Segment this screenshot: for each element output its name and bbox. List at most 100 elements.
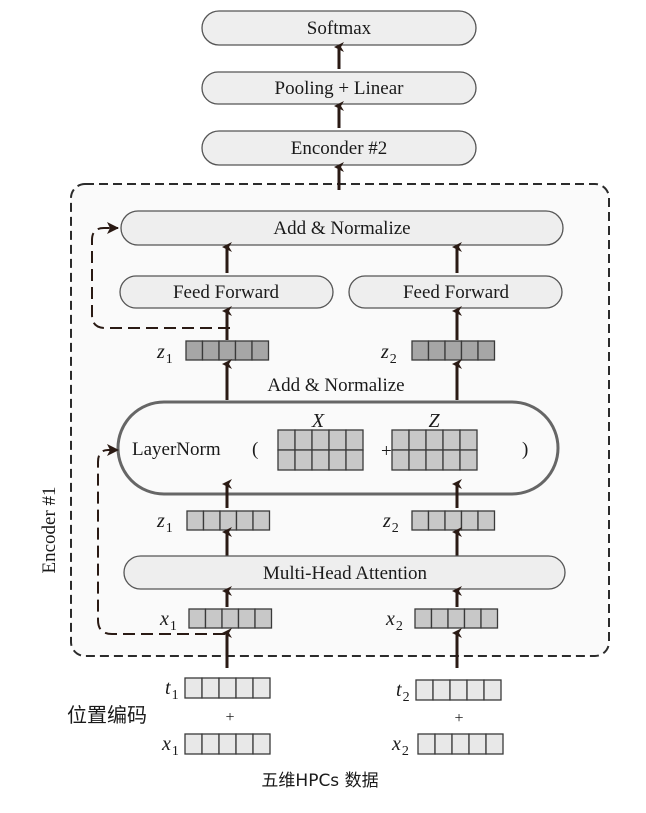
- matrix-x-label: X: [311, 410, 325, 432]
- multi-head-attention-block: Multi-Head Attention: [123, 555, 566, 590]
- vector-cell: [408, 449, 427, 471]
- z1-bottom-label: z1: [156, 510, 173, 536]
- x2-inner-label: x2: [385, 608, 403, 634]
- vector-cell: [449, 679, 468, 701]
- vector-cell: [221, 608, 240, 629]
- matrix-z-label: Z: [428, 410, 440, 432]
- vector-cell: [277, 429, 296, 451]
- vector-cell: [427, 340, 446, 361]
- feed-forward-right-block: Feed Forward: [348, 275, 563, 309]
- z1-top-vector: [185, 340, 270, 361]
- vector-cell: [186, 510, 205, 531]
- vector-cell: [218, 733, 237, 755]
- feed-forward-left-label: Feed Forward: [173, 282, 280, 303]
- add-normalize-top-block: Add & Normalize: [120, 210, 564, 246]
- vector-cell: [252, 733, 271, 755]
- vector-cell: [444, 510, 463, 531]
- vector-cell: [425, 429, 444, 451]
- vector-cell: [237, 608, 256, 629]
- vector-cell: [277, 449, 296, 471]
- vector-cell: [485, 733, 504, 755]
- positional-encoding-label: 位置编码: [67, 703, 147, 727]
- vector-cell: [415, 679, 434, 701]
- vector-cell: [201, 340, 220, 361]
- vector-cell: [201, 677, 220, 699]
- vector-cell: [447, 608, 466, 629]
- residual-connection-top: [91, 222, 230, 329]
- z2-top-label: z2: [380, 341, 397, 367]
- open-paren: (: [252, 439, 258, 460]
- encoder1-label: Encoder #1: [39, 486, 60, 573]
- multi-head-attention-label: Multi-Head Attention: [263, 563, 428, 584]
- vector-cell: [235, 510, 254, 531]
- vector-cell: [391, 449, 410, 471]
- vector-cell: [252, 510, 271, 531]
- vector-cell: [294, 429, 313, 451]
- vector-cell: [432, 679, 451, 701]
- vector-cell: [463, 608, 482, 629]
- encoder2-label: Enconder #2: [291, 138, 388, 159]
- plus-left: +: [225, 709, 234, 726]
- x1-inner-label: x1: [159, 608, 177, 634]
- x1-input-vector: [184, 733, 271, 755]
- vector-cell: [411, 510, 430, 531]
- t1-vector: [184, 677, 271, 699]
- vector-cell: [235, 677, 254, 699]
- plus-right: +: [454, 710, 463, 727]
- feed-forward-right-label: Feed Forward: [403, 282, 510, 303]
- vector-cell: [201, 733, 220, 755]
- vector-cell: [417, 733, 436, 755]
- z2-top-vector: [411, 340, 496, 361]
- x1-input-label: x1: [161, 733, 179, 759]
- vector-cell: [184, 733, 203, 755]
- vector-cell: [434, 733, 453, 755]
- vector-cell: [202, 510, 221, 531]
- vector-cell: [219, 510, 238, 531]
- vector-cell: [468, 733, 487, 755]
- softmax-label: Softmax: [307, 18, 372, 39]
- vector-cell: [414, 608, 433, 629]
- vector-cell: [252, 677, 271, 699]
- vector-cell: [459, 449, 478, 471]
- vector-cell: [425, 449, 444, 471]
- x2-inner-vector: [414, 608, 499, 629]
- vector-cell: [311, 429, 330, 451]
- vector-cell: [483, 679, 502, 701]
- vector-cell: [477, 510, 496, 531]
- z2-bottom-vector: [411, 510, 496, 531]
- x2-input-vector: [417, 733, 504, 755]
- layernorm-label: LayerNorm: [132, 439, 221, 460]
- vector-cell: [204, 608, 223, 629]
- vector-cell: [466, 679, 485, 701]
- vector-cell: [391, 429, 410, 451]
- add-normalize-top-label: Add & Normalize: [273, 218, 410, 239]
- caption-label: 五维HPCs 数据: [261, 771, 378, 791]
- vector-cell: [451, 733, 470, 755]
- vector-cell: [442, 449, 461, 471]
- vector-cell: [188, 608, 207, 629]
- vector-cell: [328, 429, 347, 451]
- x1-inner-vector: [188, 608, 273, 629]
- vector-cell: [311, 449, 330, 471]
- vector-cell: [345, 449, 364, 471]
- vector-cell: [408, 429, 427, 451]
- matrix-z: [391, 429, 478, 471]
- vector-cell: [411, 340, 430, 361]
- vector-cell: [427, 510, 446, 531]
- vector-cell: [294, 449, 313, 471]
- vector-cell: [328, 449, 347, 471]
- x2-input-label: x2: [391, 733, 409, 759]
- encoder2-block: Enconder #2: [201, 130, 477, 166]
- feed-forward-left-block: Feed Forward: [119, 275, 334, 309]
- z1-top-label: z1: [156, 341, 173, 367]
- vector-cell: [442, 429, 461, 451]
- matrix-x: [277, 429, 364, 471]
- vector-cell: [254, 608, 273, 629]
- t2-label: t2: [396, 679, 410, 705]
- vector-cell: [234, 340, 253, 361]
- z1-bottom-vector: [186, 510, 271, 531]
- vector-cell: [480, 608, 499, 629]
- add-normalize-mid-label: Add & Normalize: [267, 375, 404, 396]
- pooling-linear-label: Pooling + Linear: [275, 78, 405, 99]
